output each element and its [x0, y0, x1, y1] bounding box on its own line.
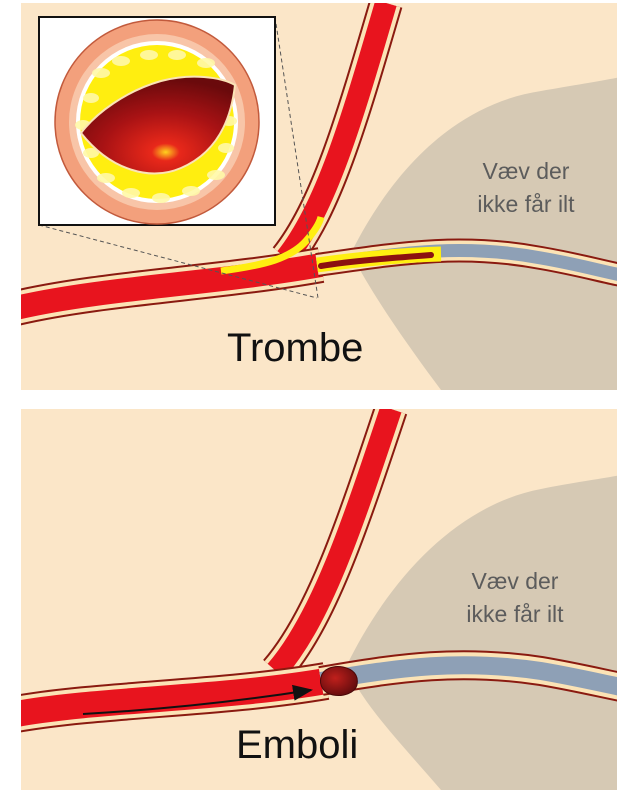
- tissue-label-line-2: ikke får ilt: [446, 188, 606, 221]
- thrombus-panel: Væv der ikke får ilt Trombe: [21, 3, 617, 390]
- tissue-label-line-1: Væv der: [446, 155, 606, 188]
- embolus-panel: Væv der ikke får ilt Emboli: [21, 409, 617, 790]
- embolus-clot: [321, 666, 358, 695]
- tissue-label: Væv der ikke får ilt: [435, 565, 595, 631]
- artery-cross-section: [55, 20, 259, 224]
- tissue-label-line-1: Væv der: [435, 565, 595, 598]
- panel-caption: Emboli: [236, 723, 358, 768]
- panel-caption: Trombe: [227, 326, 363, 371]
- tissue-label: Væv der ikke får ilt: [446, 155, 606, 221]
- tissue-label-line-2: ikke får ilt: [435, 598, 595, 631]
